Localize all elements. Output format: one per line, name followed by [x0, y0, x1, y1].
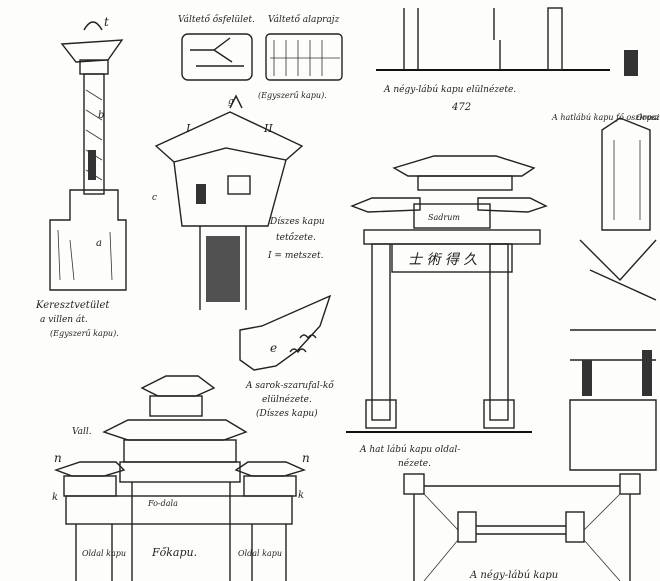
side-detail-top	[579, 117, 657, 301]
caption-side-gate-right: Oldal kapu	[238, 549, 282, 558]
label-k-right: k	[298, 490, 304, 501]
label-b: b	[98, 110, 104, 121]
four-post-gate-plan	[403, 473, 641, 581]
side-detail-bottom	[569, 329, 657, 471]
caption-six-post-2: nézete.	[398, 458, 431, 469]
label-roman-I: I	[185, 122, 191, 135]
main-sign: Fo-dala	[147, 499, 178, 508]
label-n-right: n	[302, 451, 310, 465]
caption-switch-plan: Váltető alaprajz	[268, 14, 340, 25]
caption-decor-roof: Díszes kapu	[269, 216, 325, 227]
decor-roof-drawing: I II g c	[152, 94, 304, 310]
caption-corner-beam: A sarok-szarufal-kő	[245, 380, 334, 391]
six-post-gate: Sadrum 士 術 得 久	[346, 155, 548, 433]
switch-beam-plan	[181, 33, 253, 81]
label-t: t	[104, 15, 109, 29]
label-n-left: n	[54, 451, 62, 465]
caption-decor-gate: (Díszes kapu)	[256, 408, 318, 419]
caption-side-short: Oroszl	[636, 113, 660, 122]
corner-beam-drawing: e	[239, 294, 332, 371]
sign-small: Sadrum	[428, 213, 460, 222]
caption-switch-beam: Váltető ősfelület.	[178, 14, 255, 25]
label-c: c	[152, 193, 157, 203]
label-a: a	[96, 238, 102, 249]
caption-with-posts: a villen át.	[40, 314, 88, 325]
cross-section-column: t b a	[49, 15, 127, 291]
caption-main-gate: Főkapu.	[151, 546, 197, 559]
label-g: g	[228, 97, 234, 107]
four-post-gate-top	[376, 7, 638, 76]
label-vall: Vall.	[72, 427, 92, 437]
caption-roof-word: tetőzete.	[276, 232, 316, 243]
main-gate-complex: Vall. n n k k Fo-dala	[52, 375, 310, 581]
caption-six-post: A hat lábú kapu oldal-	[359, 444, 460, 455]
label-e: e	[270, 341, 277, 355]
caption-four-post-top: A négy-lábú kapu elülnézete.	[383, 84, 516, 95]
caption-four-post-bottom: A négy-lábú kapu	[469, 570, 558, 581]
switch-plan-grid	[265, 33, 343, 81]
caption-single-gate: (Egyszerű kapu).	[50, 329, 119, 338]
page-number: 472	[451, 102, 471, 113]
caption-section: I = metszet.	[267, 251, 324, 261]
caption-single-gate-2: (Egyszerű kapu).	[258, 91, 327, 100]
caption-six-post-side: A hatlábú kapu fő oszlopai és lábai.	[551, 113, 660, 122]
label-roman-II: II	[263, 122, 273, 135]
caption-front-view: elülnézete.	[262, 394, 312, 405]
caption-cross-beam: Keresztvetület	[35, 300, 110, 311]
label-k-left: k	[52, 492, 58, 503]
sign-text: 士 術 得 久	[408, 252, 477, 268]
caption-side-gate-left: Oldal kapu	[82, 549, 126, 558]
